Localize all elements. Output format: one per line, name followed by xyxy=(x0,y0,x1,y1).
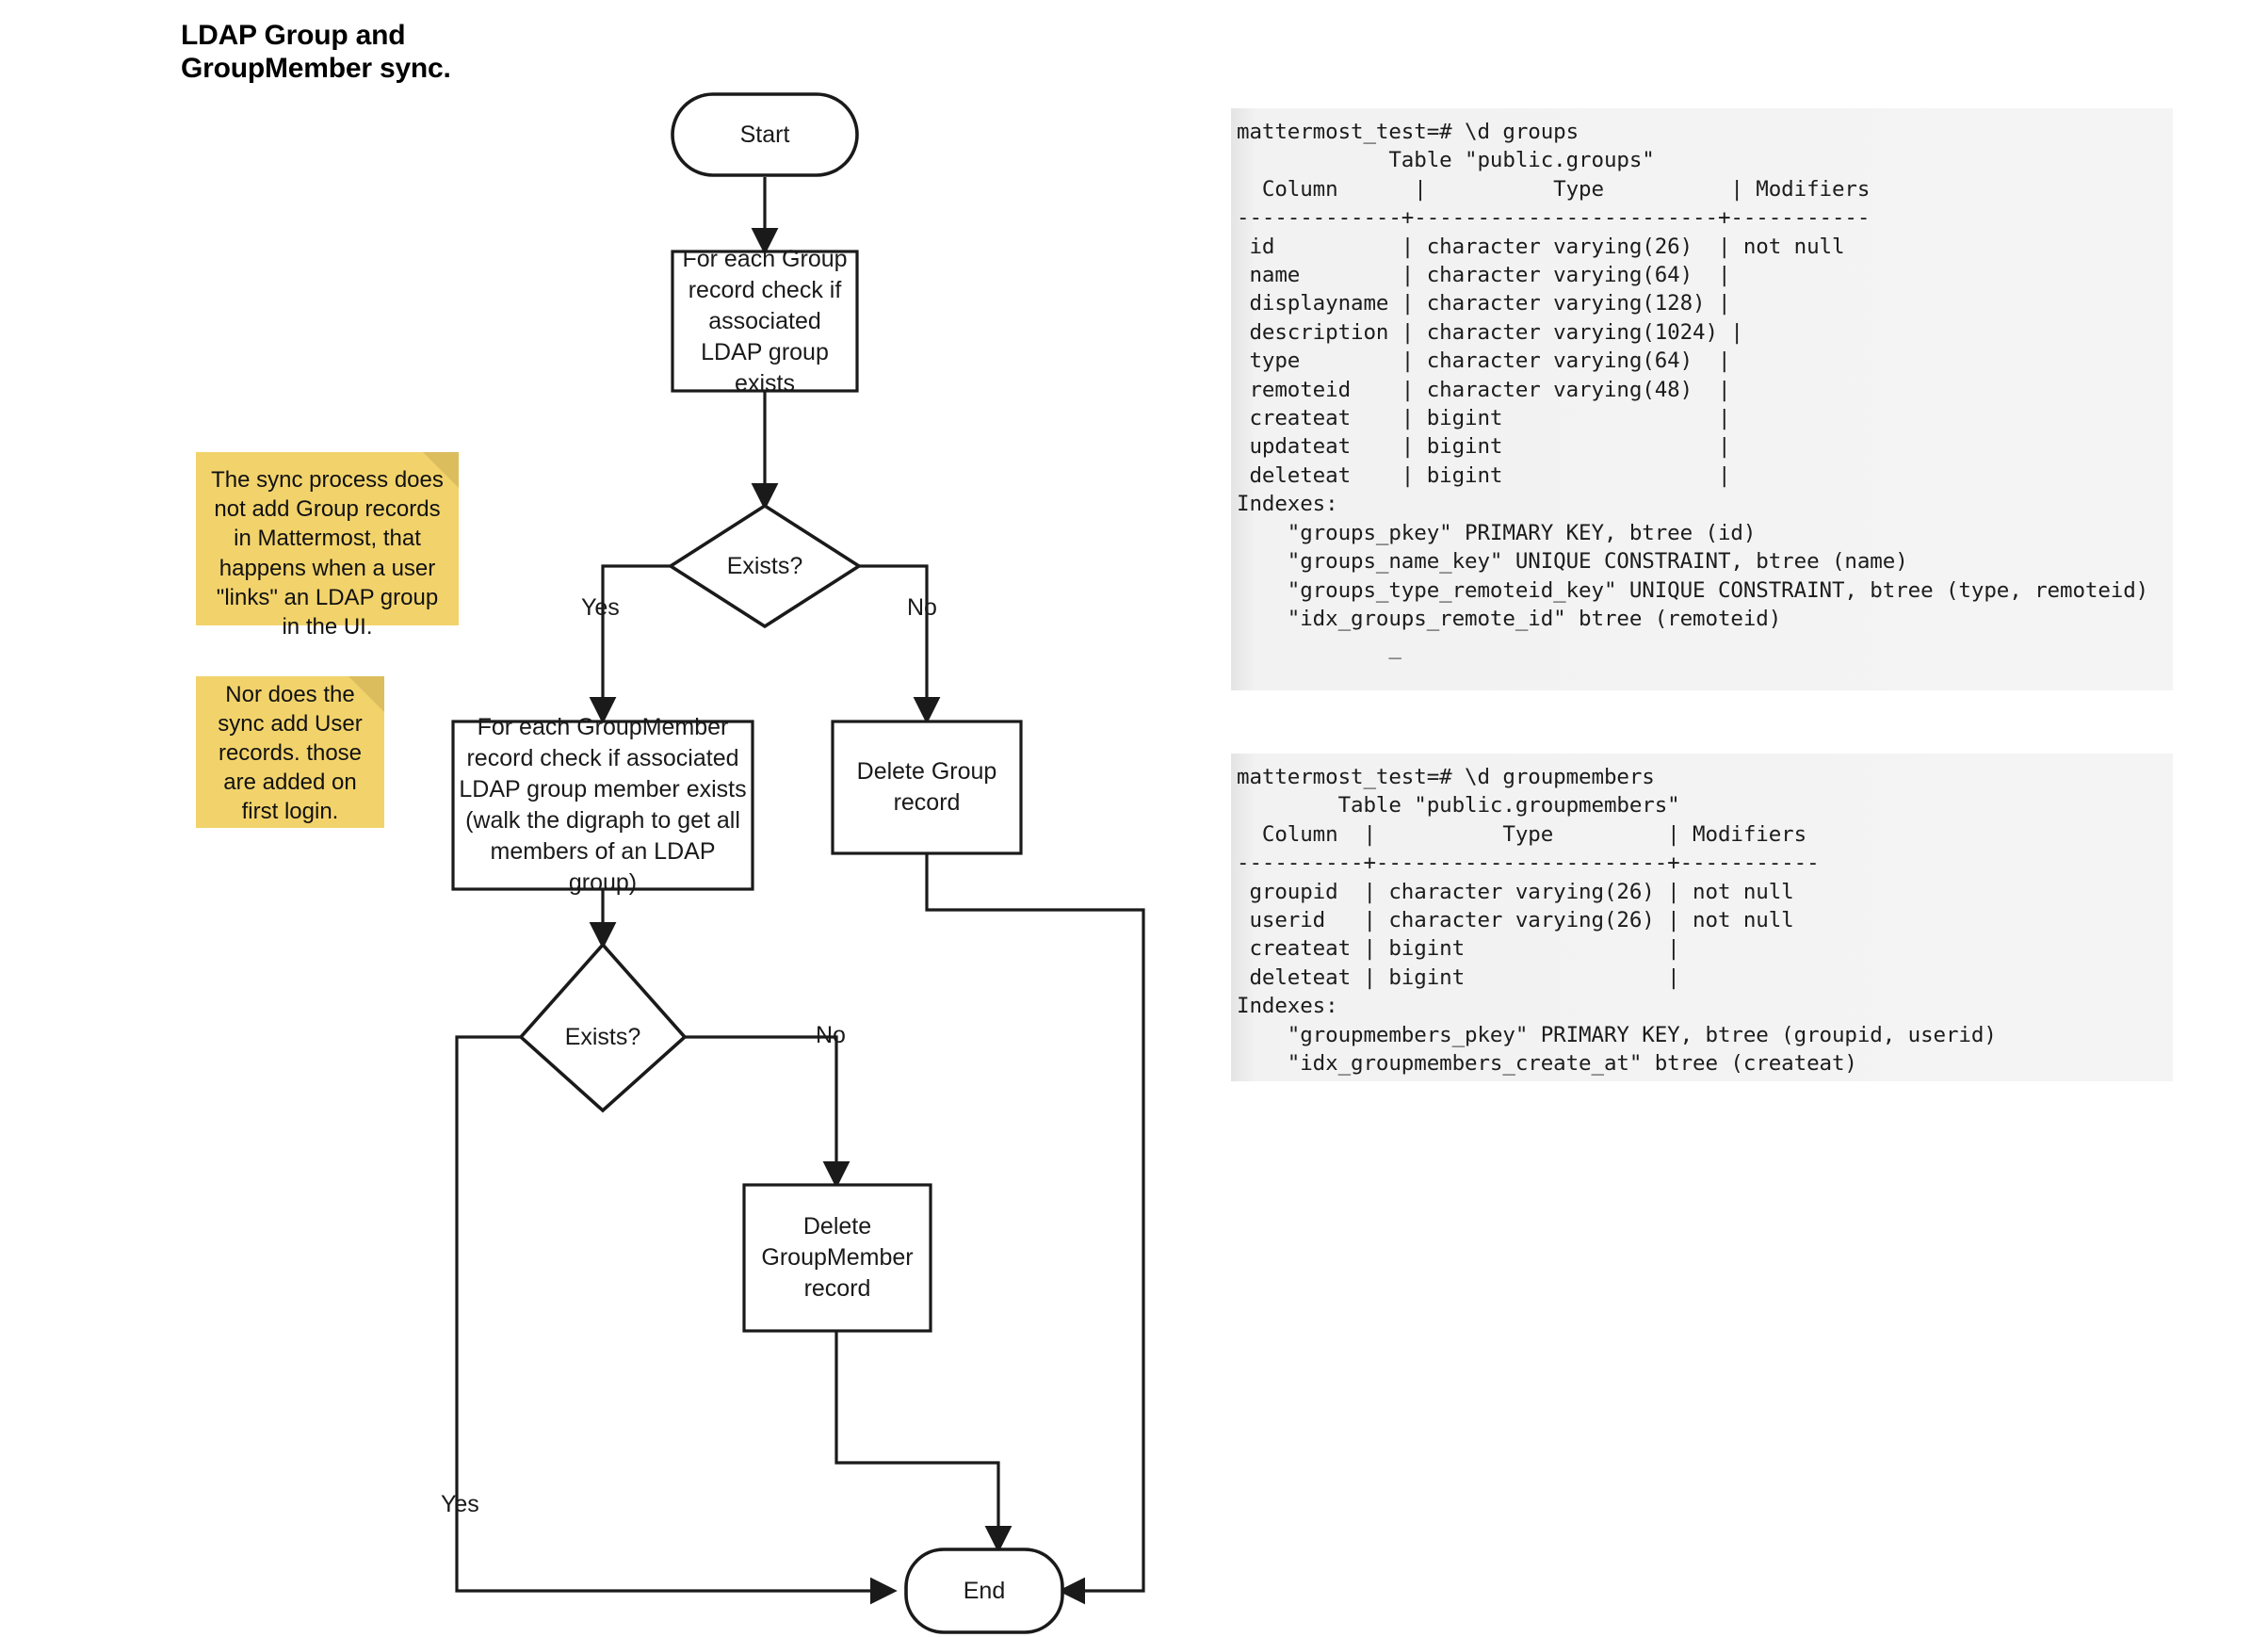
edge-deletegroup-to-end xyxy=(925,853,1145,1605)
terminal-column-header: Column | Type | Modifiers xyxy=(1237,821,1820,847)
terminal-index-entry: "groupmembers_pkey" PRIMARY KEY, btree (… xyxy=(1237,1022,1997,1047)
terminal-index-entry: "idx_groupmembers_create_at" btree (crea… xyxy=(1237,1051,1857,1077)
node-exists2-shape xyxy=(518,942,688,1113)
terminal-index-entry: "groups_pkey" PRIMARY KEY, btree (id) xyxy=(1237,520,1757,545)
edge-deletegm-to-end xyxy=(834,1331,1012,1553)
edge-label-exists2-no: No xyxy=(816,1022,846,1048)
groups-table-output: mattermost_test=# \d groups Table "publi… xyxy=(1231,108,2173,690)
terminal-row: createat | bigint | xyxy=(1237,936,1680,962)
page-title-line-2: GroupMember sync. xyxy=(181,53,451,85)
terminal-row: description | character varying(1024) | xyxy=(1237,319,1743,345)
node-start-shape xyxy=(671,92,859,177)
edge-exists1-no xyxy=(859,564,941,724)
terminal-divider: -------------+------------------------+-… xyxy=(1237,205,1871,231)
terminal-row: deleteat | bigint | xyxy=(1237,462,1731,488)
node-checkgm-shape xyxy=(451,720,754,891)
groupmembers-table-output: mattermost_test=# \d groupmembers Table … xyxy=(1231,754,2173,1081)
node-deletegroup-shape xyxy=(831,720,1023,855)
terminal-row: updateat | bigint | xyxy=(1237,434,1731,460)
terminal-indexes-label: Indexes: xyxy=(1237,994,1338,1019)
edge-label-exists1-no: No xyxy=(907,594,937,621)
node-end-shape xyxy=(904,1548,1064,1634)
terminal-index-entry: "groups_name_key" UNIQUE CONSTRAINT, btr… xyxy=(1237,549,1908,575)
terminal-prompt-line: mattermost_test=# \d groups xyxy=(1237,120,1580,144)
edge-label-exists2-yes: Yes xyxy=(441,1491,479,1517)
terminal-cursor: _ xyxy=(1237,635,1401,660)
terminal-column-header: Column | Type | Modifiers xyxy=(1237,176,1883,202)
terminal-row: remoteid | character varying(48) | xyxy=(1237,377,1731,402)
note-sync-no-user-add: Nor does the sync add User records. thos… xyxy=(196,676,384,828)
edge-label-exists1-yes: Yes xyxy=(581,594,620,621)
node-exists1-shape xyxy=(667,503,863,629)
note-text: Nor does the sync add User records. thos… xyxy=(218,681,363,825)
note-sync-no-group-add: The sync process does not add Group reco… xyxy=(196,452,459,640)
terminal-prompt-line: mattermost_test=# \d groupmembers xyxy=(1237,765,1655,789)
terminal-row: name | character varying(64) | xyxy=(1237,263,1731,288)
terminal-row: type | character varying(64) | xyxy=(1237,348,1731,374)
terminal-row: createat | bigint | xyxy=(1237,406,1731,431)
terminal-table-caption: Table "public.groups" xyxy=(1237,148,1655,173)
page-title-line-1: LDAP Group and xyxy=(181,20,406,51)
terminal-indexes-label: Indexes: xyxy=(1237,492,1338,517)
terminal-index-entry: "idx_groups_remote_id" btree (remoteid) xyxy=(1237,606,1782,631)
terminal-index-entry: "groups_type_remoteid_key" UNIQUE CONSTR… xyxy=(1237,577,2149,603)
terminal-row: groupid | character varying(26) | not nu… xyxy=(1237,879,1794,904)
node-deletegm-shape xyxy=(742,1183,932,1333)
note-fold-corner-icon xyxy=(348,676,384,712)
terminal-table-caption: Table "public.groupmembers" xyxy=(1237,793,1680,818)
node-checkgroup-shape xyxy=(671,250,859,393)
page-title: LDAP Group and GroupMember sync. xyxy=(181,19,576,86)
edge-exists1-yes xyxy=(589,564,671,724)
note-fold-corner-icon xyxy=(423,452,459,488)
terminal-row: displayname | character varying(128) | xyxy=(1237,291,1731,316)
terminal-divider: ----------+-----------------------+-----… xyxy=(1237,851,1820,876)
note-text: The sync process does not add Group reco… xyxy=(211,467,444,640)
terminal-row: deleteat | bigint | xyxy=(1237,964,1680,990)
terminal-row: userid | character varying(26) | not nul… xyxy=(1237,908,1794,933)
terminal-row: id | character varying(26) | not null xyxy=(1237,234,1845,259)
edge-exists2-no xyxy=(685,1035,850,1189)
edge-exists2-yes xyxy=(455,1035,898,1605)
